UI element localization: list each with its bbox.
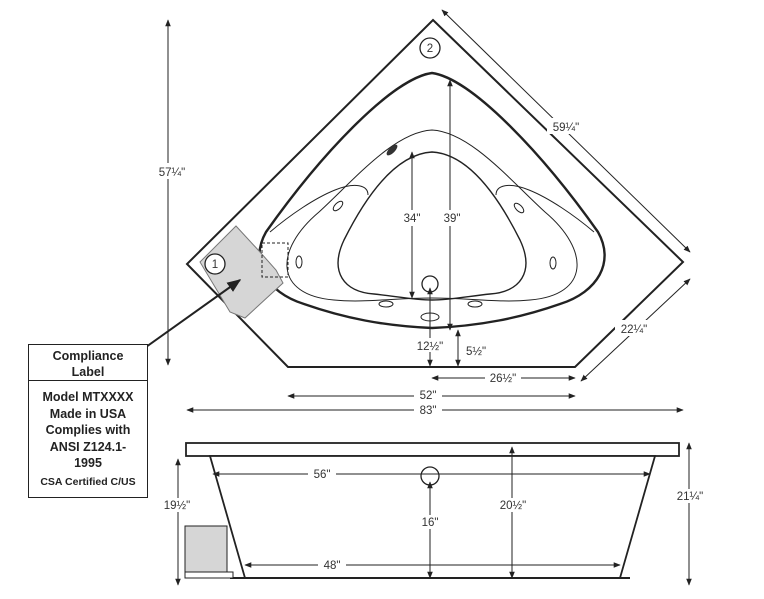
top-view: 1 2 57¼" 59¼" 22¼" 34" 39" 12½" 5½" 26½"	[124, 9, 691, 417]
compliance-label-body: Model MTXXXX Made in USA Complies with A…	[28, 380, 148, 498]
jet-icon	[332, 200, 344, 212]
jet-icon	[378, 300, 394, 308]
dim-21-25: 21¼"	[677, 491, 703, 503]
compliance-model: Model MTXXXX	[42, 390, 134, 404]
contour-line	[269, 184, 369, 233]
dim-total-height: 57¼"	[159, 167, 185, 179]
jet-icon	[467, 300, 483, 308]
compliance-year: 1995	[74, 456, 102, 470]
compliance-complies: Complies with	[45, 423, 131, 437]
access-panel-area	[199, 225, 284, 319]
compliance-label-title-line2: Label	[71, 365, 105, 379]
jet-icon	[386, 144, 398, 156]
dim-5-5: 5½"	[466, 346, 486, 358]
compliance-standard: ANSI Z124.1-	[49, 439, 127, 454]
tub-deck-side	[185, 442, 680, 457]
dim-12-5: 12½"	[417, 341, 443, 353]
compliance-label-title-line1: Compliance	[52, 349, 124, 363]
dim-diag-long: 59¼"	[553, 122, 579, 134]
callout-2-circle	[419, 37, 441, 59]
compliance-made-in: Made in USA	[49, 406, 127, 421]
dim-26-5: 26½"	[490, 373, 516, 385]
dim-diag-short: 22¼"	[621, 324, 647, 336]
dim-depth-39: 39"	[444, 213, 461, 225]
jet-icon	[549, 256, 557, 270]
dim-depth-34: 34"	[404, 213, 421, 225]
dim-83: 83"	[420, 405, 437, 417]
callout-1-circle	[204, 253, 226, 275]
pump-base	[184, 571, 234, 579]
dim-56: 56"	[314, 469, 331, 481]
compliance-cert: CSA Certified C/US	[40, 475, 136, 488]
side-view: 56" 48" 16" 20½" 19½" 21¼"	[160, 442, 708, 586]
callout-1-label: 1	[212, 259, 218, 271]
dim-48: 48"	[324, 560, 341, 572]
jet-icon	[295, 255, 303, 269]
dim-52: 52"	[420, 390, 437, 402]
pump-box	[184, 525, 228, 573]
callout-2-label: 2	[427, 43, 433, 55]
dim-16: 16"	[422, 517, 439, 529]
dim-20-5: 20½"	[500, 500, 526, 512]
pump-location-box	[261, 242, 289, 278]
compliance-label-title: Compliance Label	[28, 344, 148, 381]
dim-19-5: 19½"	[164, 500, 190, 512]
